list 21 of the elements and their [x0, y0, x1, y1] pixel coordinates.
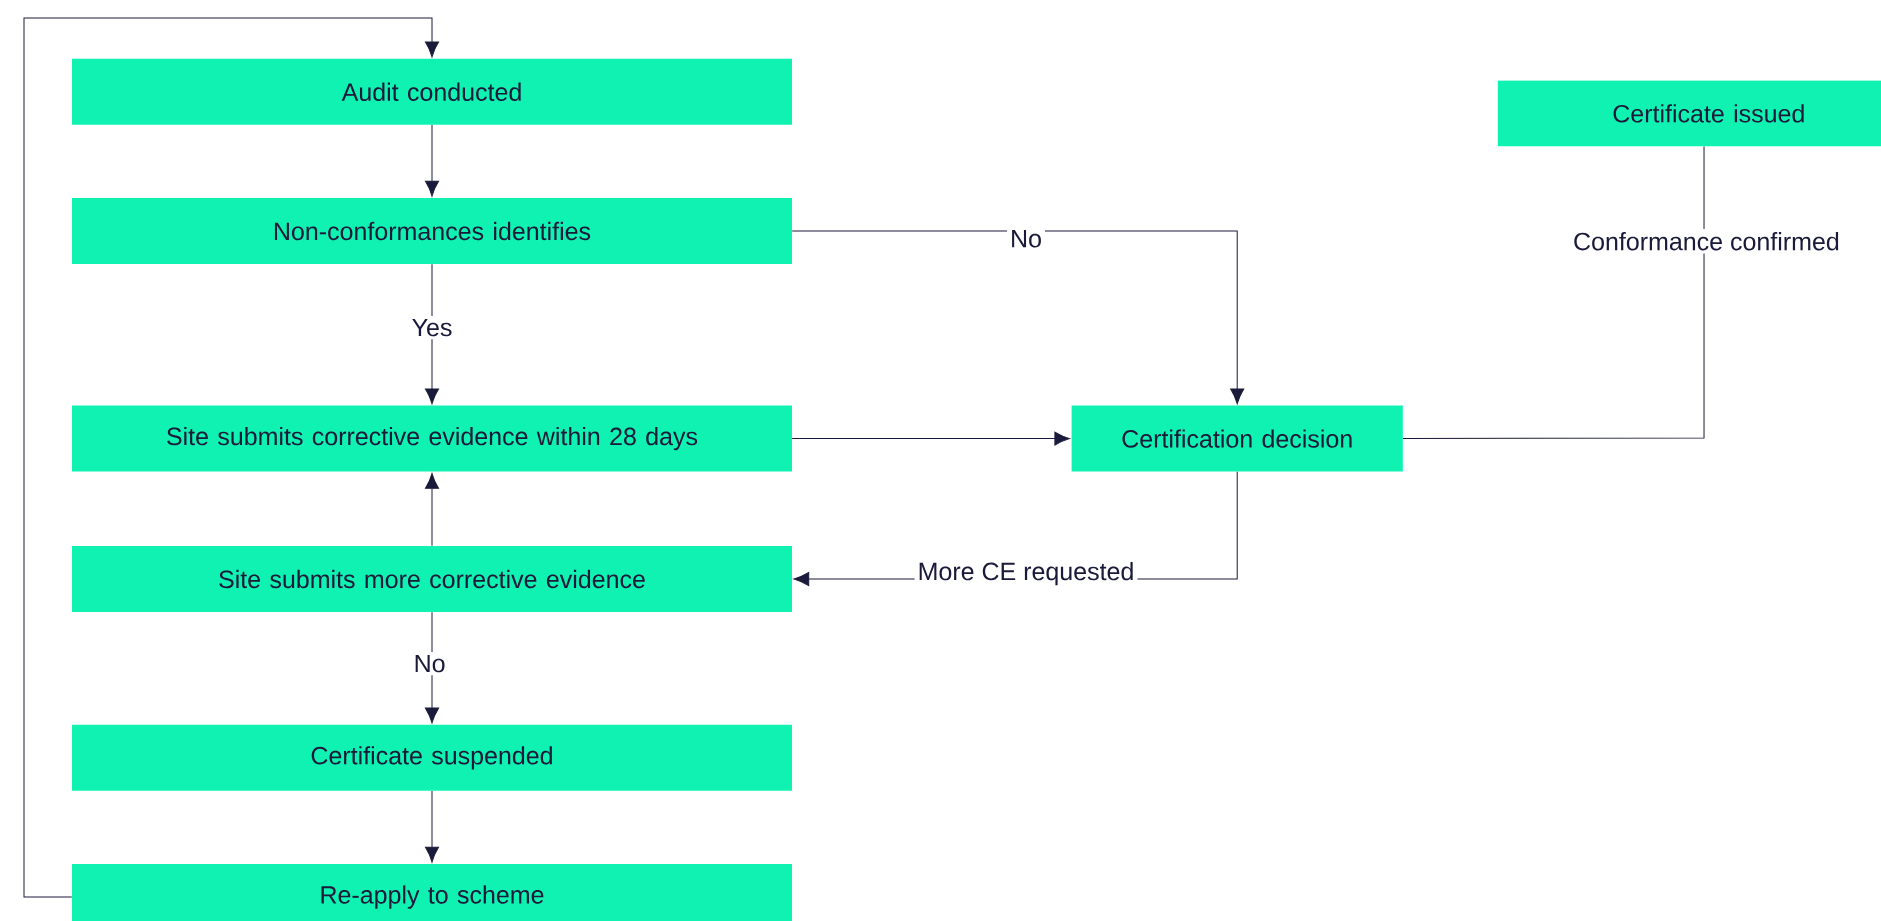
process-box: Site submits corrective evidence within 28 days	[72, 405, 792, 472]
edge-label: Conformance confirmed	[1570, 229, 1843, 254]
arrow	[791, 230, 1245, 405]
process-box: Audit conducted	[72, 58, 792, 125]
arrow	[424, 473, 440, 547]
arrow	[424, 790, 440, 863]
process-box: Re-apply to scheme	[72, 864, 792, 921]
edge-label: No	[410, 651, 449, 676]
process-box: Site submits more corrective evidence	[72, 546, 792, 612]
process-box: Certificate issued	[1497, 80, 1881, 147]
edge-label: Yes	[408, 315, 456, 340]
arrow	[791, 431, 1071, 446]
process-box: Non-conformances identifies	[72, 198, 792, 264]
process-box: Certification decision	[1071, 405, 1403, 472]
arrow	[424, 611, 440, 724]
edge-label: More CE requested	[914, 558, 1138, 589]
edge-label: No	[1007, 227, 1045, 251]
arrow	[23, 17, 440, 898]
arrow	[424, 263, 440, 405]
process-box: Certificate suspended	[72, 724, 792, 791]
arrow	[424, 124, 440, 197]
